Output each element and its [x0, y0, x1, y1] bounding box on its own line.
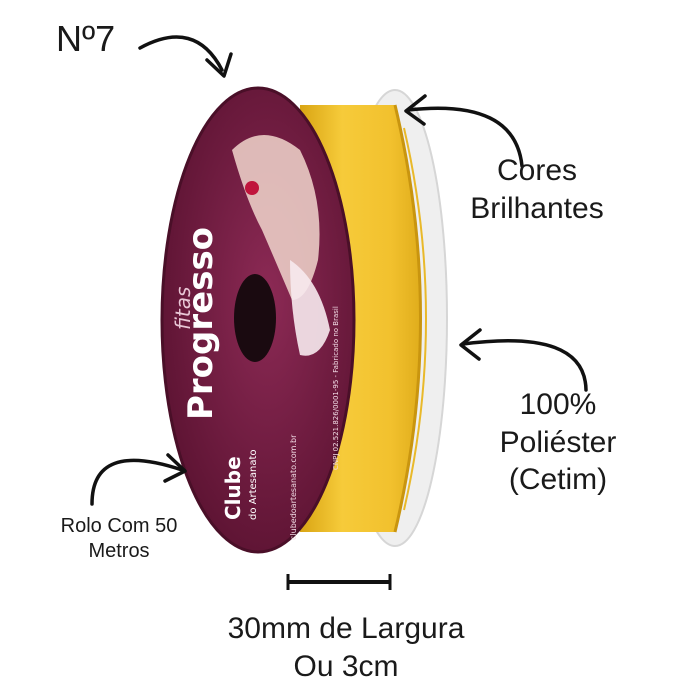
ribbon-edge-highlight — [393, 104, 422, 533]
width-annotation: 30mm de Largura Ou 3cm — [200, 610, 492, 685]
colors-annotation-line2: Brilhantes — [470, 191, 604, 225]
label-fine-print: CNPJ 02.521.826/0001-95 - Fabricado no B… — [332, 306, 340, 470]
colors-annotation: Cores Brilhantes — [462, 152, 612, 227]
club-subtitle: do Artesanato — [248, 449, 259, 520]
width-annotation-line1: 30mm de Largura — [227, 612, 465, 645]
spool-label-rim — [160, 86, 356, 554]
arrow-to-roll-length — [90, 458, 184, 506]
roll-length-line1: Rolo Com 50 — [60, 515, 178, 537]
label-photo-accent — [245, 181, 259, 195]
arrowhead-ribbon-shine — [404, 94, 427, 126]
roll-length-line2: Metros — [88, 540, 150, 562]
colors-annotation-line1: Cores — [496, 154, 578, 187]
arrow-to-ribbon-material — [461, 339, 588, 392]
roll-length-annotation: Rolo Com 50 Metros — [40, 514, 198, 564]
ribbon-inner-edge — [403, 127, 427, 511]
label-photo-hand — [232, 135, 320, 300]
brand-script: fitas — [171, 287, 195, 330]
spool-center-hole — [234, 274, 276, 362]
arrow-to-spool-label — [138, 35, 224, 72]
club-name: Clube — [221, 456, 245, 520]
material-annotation: 100% Poliéster (Cetim) — [488, 386, 628, 499]
arrowhead-spool-label — [205, 52, 233, 78]
material-annotation-line2: Poliéster — [499, 425, 617, 459]
width-annotation-line2: Ou 3cm — [293, 649, 399, 683]
club-website: clubedoartesanato.com.br — [289, 434, 298, 540]
arrowhead-ribbon-material — [459, 328, 482, 361]
material-annotation-line3: (Cetim) — [508, 463, 608, 496]
number-label: Nº7 — [56, 18, 116, 59]
arrowhead-roll-length — [163, 453, 187, 483]
label-photo-fabric — [290, 260, 330, 356]
material-annotation-line1: 100% — [519, 388, 597, 421]
brand-name: Progresso — [181, 227, 221, 420]
arrow-to-ribbon-shine — [406, 106, 524, 168]
